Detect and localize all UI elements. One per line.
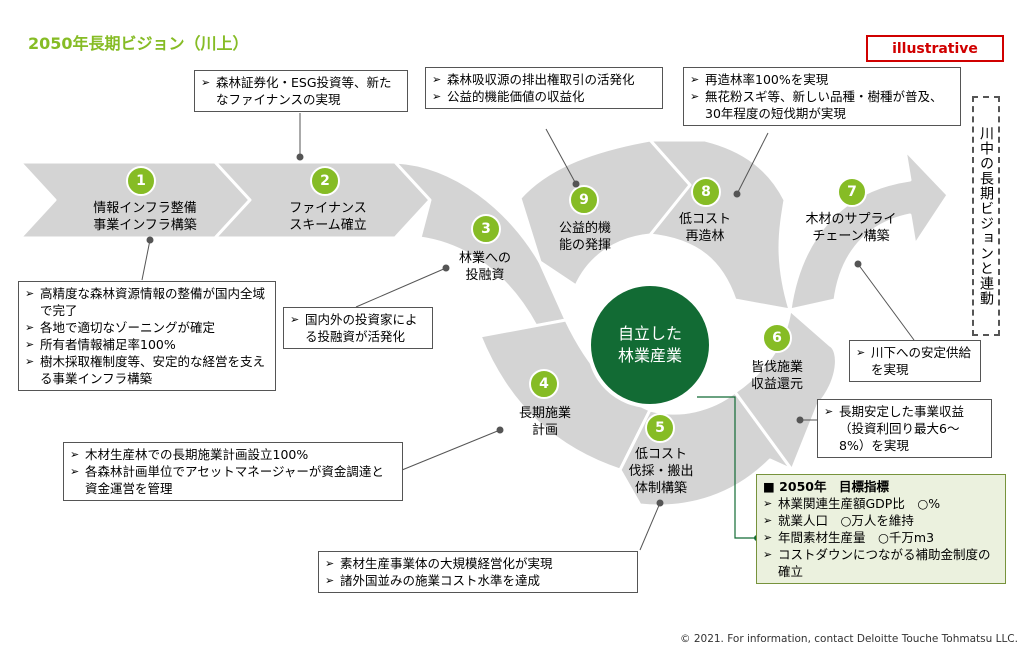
note-4-item: 木材生産林での長期施業計画設立100% — [70, 446, 396, 463]
note-4-item: 各森林計画単位でアセットマネージャーが資金調達と資金運営を管理 — [70, 463, 396, 497]
copyright-text: © 2021. For information, contact Deloitt… — [680, 633, 1018, 645]
step-1-label: 情報インフラ整備 事業インフラ構築 — [93, 201, 197, 233]
arrow-segment-6 — [733, 308, 838, 472]
note-8-item: 再造林率100%を実現 — [690, 71, 954, 88]
page-title: 2050年長期ビジョン（川上） — [28, 34, 249, 53]
center-goal: 自立した 林業産業 — [587, 282, 713, 408]
step-4-number: 4 — [529, 369, 559, 399]
note-step-7: 川下への安定供給を実現 — [849, 340, 981, 382]
targets-header: 2050年 目標指標 — [763, 478, 999, 495]
note-8-item: 無花粉スギ等、新しい品種・樹種が普及、30年程度の短伐期が実現 — [690, 88, 954, 122]
note-step-2: 森林証券化・ESG投資等、新たなファイナンスの実現 — [194, 70, 408, 112]
step-6-number: 6 — [762, 323, 792, 353]
step-4-label: 長期施業 計画 — [518, 406, 571, 438]
midstream-vision-label: 川中の長期ビジョンと連動 — [972, 96, 1000, 336]
step-5-number: 5 — [645, 413, 675, 443]
note-7-item: 川下への安定供給を実現 — [856, 344, 974, 378]
targets-2050-box: 2050年 目標指標 林業関連生産額GDP比 ○% 就業人口 ○万人を維持 年間… — [756, 474, 1006, 584]
note-step-9: 森林吸収源の排出権取引の活発化 公益的機能価値の収益化 — [425, 67, 663, 109]
arrow-segment-8 — [648, 138, 792, 312]
step-3-number: 3 — [471, 214, 501, 244]
note-step-8: 再造林率100%を実現 無花粉スギ等、新しい品種・樹種が普及、30年程度の短伐期… — [683, 67, 961, 126]
step-9-label: 公益的機 能の発揮 — [558, 221, 611, 253]
note-5-item: 素材生産事業体の大規模経営化が実現 — [325, 555, 631, 572]
center-goal-label: 自立した 林業産業 — [617, 324, 682, 365]
step-2-number: 2 — [310, 166, 340, 196]
step-8-number: 8 — [691, 177, 721, 207]
note-1-item: 樹木採取権制度等、安定的な経営を支える事業インフラ構築 — [25, 353, 269, 387]
step-6-label: 皆伐施業 収益還元 — [750, 360, 803, 392]
step-9-number: 9 — [569, 185, 599, 215]
step-1-number: 1 — [126, 166, 156, 196]
step-8-label: 低コスト 再造林 — [678, 212, 731, 244]
step-7-label: 木材のサプライ チェーン構築 — [805, 212, 897, 244]
note-step-6: 長期安定した事業収益（投資利回り最大6～8%）を実現 — [817, 399, 992, 458]
target-item: コストダウンにつながる補助金制度の確立 — [763, 546, 999, 580]
arrow-segment-7 — [788, 148, 950, 312]
note-9-item: 公益的機能価値の収益化 — [432, 88, 656, 105]
step-7-number: 7 — [837, 177, 867, 207]
note-3-item: 国内外の投資家による投融資が活発化 — [290, 311, 426, 345]
note-step-5: 素材生産事業体の大規模経営化が実現 諸外国並みの施業コスト水準を達成 — [318, 551, 638, 593]
note-1-item: 各地で適切なゾーニングが確定 — [25, 319, 269, 336]
note-step-4: 木材生産林での長期施業計画設立100% 各森林計画単位でアセットマネージャーが資… — [63, 442, 403, 501]
note-1-item: 所有者情報補足率100% — [25, 336, 269, 353]
note-9-item: 森林吸収源の排出権取引の活発化 — [432, 71, 656, 88]
note-step-3: 国内外の投資家による投融資が活発化 — [283, 307, 433, 349]
target-item: 就業人口 ○万人を維持 — [763, 512, 999, 529]
step-3-label: 林業への 投融資 — [458, 251, 511, 283]
note-1-item: 高精度な森林資源情報の整備が国内全域で完了 — [25, 285, 269, 319]
note-2-item: 森林証券化・ESG投資等、新たなファイナンスの実現 — [201, 74, 401, 108]
note-step-1: 高精度な森林資源情報の整備が国内全域で完了 各地で適切なゾーニングが確定 所有者… — [18, 281, 276, 391]
illustrative-badge: illustrative — [866, 35, 1004, 62]
step-5-label: 低コスト 伐採・搬出 体制構築 — [628, 447, 694, 496]
note-5-item: 諸外国並みの施業コスト水準を達成 — [325, 572, 631, 589]
target-item: 林業関連生産額GDP比 ○% — [763, 495, 999, 512]
note-6-item: 長期安定した事業収益（投資利回り最大6～8%）を実現 — [824, 403, 985, 454]
target-item: 年間素材生産量 ○千万m3 — [763, 529, 999, 546]
arrow-segment-9 — [518, 138, 692, 288]
step-2-label: ファイナンス スキーム確立 — [289, 201, 367, 233]
